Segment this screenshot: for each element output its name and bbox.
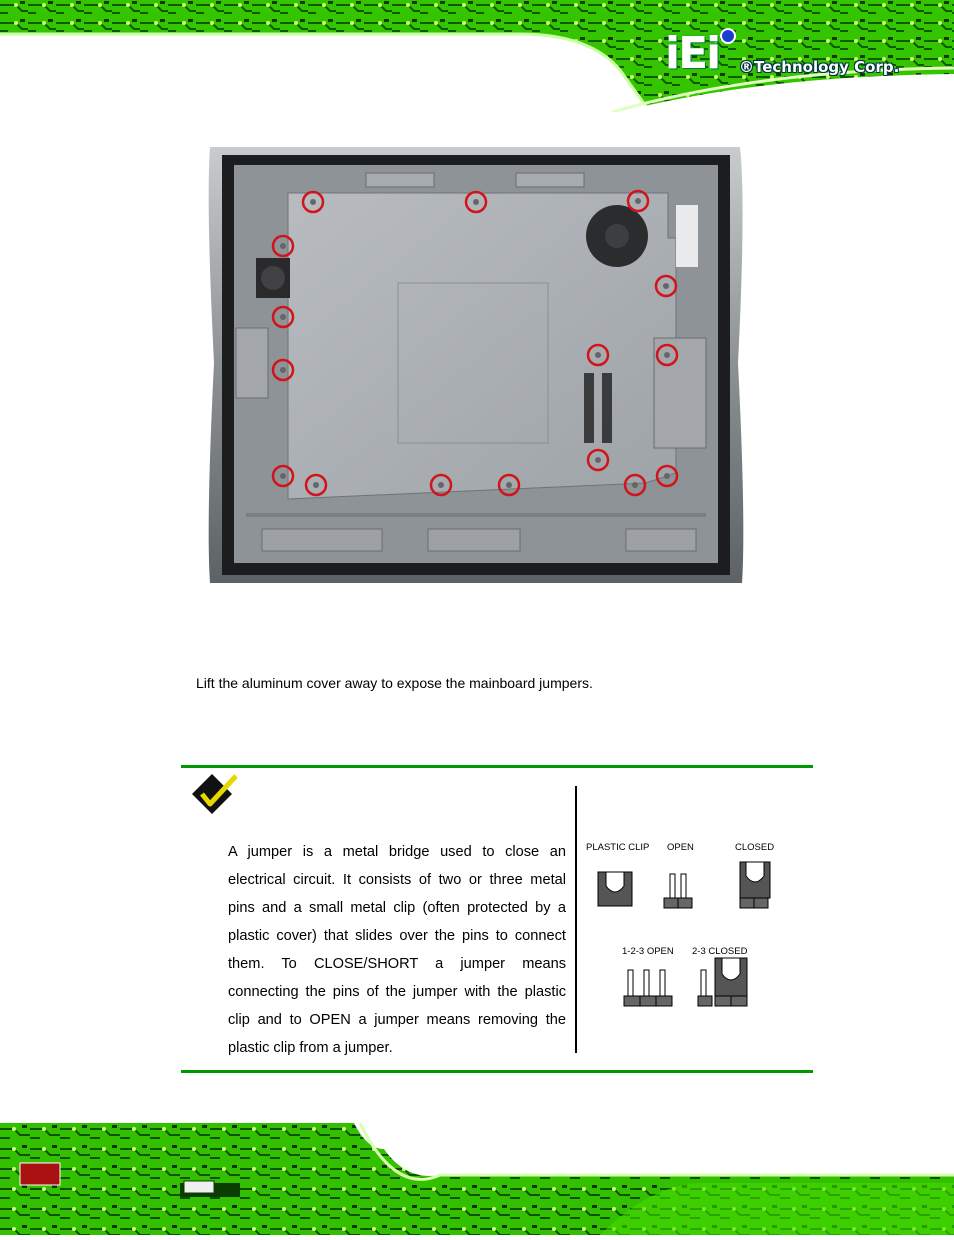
screw-marker-circle (626, 189, 650, 213)
step-caption: Lift the aluminum cover away to expose t… (196, 675, 593, 691)
jumper-diagram: PLASTIC CLIP OPEN CLOSED 1-2-3 OPEN 2-3 … (584, 836, 804, 1016)
logo-tagline: ®Technology Corp. (739, 58, 900, 76)
screw (280, 314, 286, 320)
jumper-note-text: A jumper is a metal bridge used to close… (228, 844, 566, 1056)
closed-jumper-icon (739, 861, 771, 909)
screw-markers (271, 189, 679, 497)
label-plastic-clip: PLASTIC CLIP (586, 842, 649, 853)
label-closed: CLOSED (735, 842, 774, 853)
note-bottom-rule (181, 1070, 813, 1073)
screw-marker-circle (271, 358, 295, 382)
screw-marker-circle (429, 473, 453, 497)
label-23-closed: 2-3 CLOSED (692, 946, 748, 957)
note-divider (575, 786, 577, 1053)
screw (280, 473, 286, 479)
three-pin-closed-icon (697, 957, 748, 1007)
screw (438, 482, 444, 488)
screw (635, 198, 641, 204)
label-open: OPEN (667, 842, 694, 853)
screw (313, 482, 319, 488)
screw-marker-circle (301, 190, 325, 214)
screw-marker-circle (655, 343, 679, 367)
screw (280, 367, 286, 373)
screw (595, 457, 601, 463)
open-jumper-icon (663, 873, 693, 909)
screw (473, 199, 479, 205)
iei-logo: iEi ®Technology Corp. (665, 28, 925, 80)
screw-marker-circle (655, 464, 679, 488)
screw (506, 482, 512, 488)
screw-marker-circle (586, 448, 610, 472)
screw (595, 352, 601, 358)
logo-dot-icon (720, 28, 736, 44)
screw-marker-circle (271, 305, 295, 329)
screw (280, 243, 286, 249)
page-header: iEi ®Technology Corp. (0, 0, 954, 114)
screw-marker-circle (271, 464, 295, 488)
page-footer (0, 1122, 954, 1235)
three-pin-open-icon (623, 969, 673, 1007)
screw (664, 473, 670, 479)
screw-marker-circle (497, 473, 521, 497)
screw-marker-circle (623, 473, 647, 497)
label-123-open: 1-2-3 OPEN (622, 946, 674, 957)
screw-marker-circle (586, 343, 610, 367)
screw-marker-circle (304, 473, 328, 497)
plastic-clip-icon (597, 871, 633, 907)
screw (310, 199, 316, 205)
note-checkmark-icon (190, 772, 246, 816)
rear-panel-photo (206, 143, 746, 586)
circuit-board-footer (0, 1122, 954, 1235)
logo-mark: iEi (665, 28, 721, 79)
screw (664, 352, 670, 358)
screw (663, 283, 669, 289)
circuit-board-banner (0, 0, 954, 114)
screw-marker-circle (654, 274, 678, 298)
screw-marker-circle (464, 190, 488, 214)
screw (632, 482, 638, 488)
screw-marker-circle (271, 234, 295, 258)
note-top-rule (181, 765, 813, 768)
